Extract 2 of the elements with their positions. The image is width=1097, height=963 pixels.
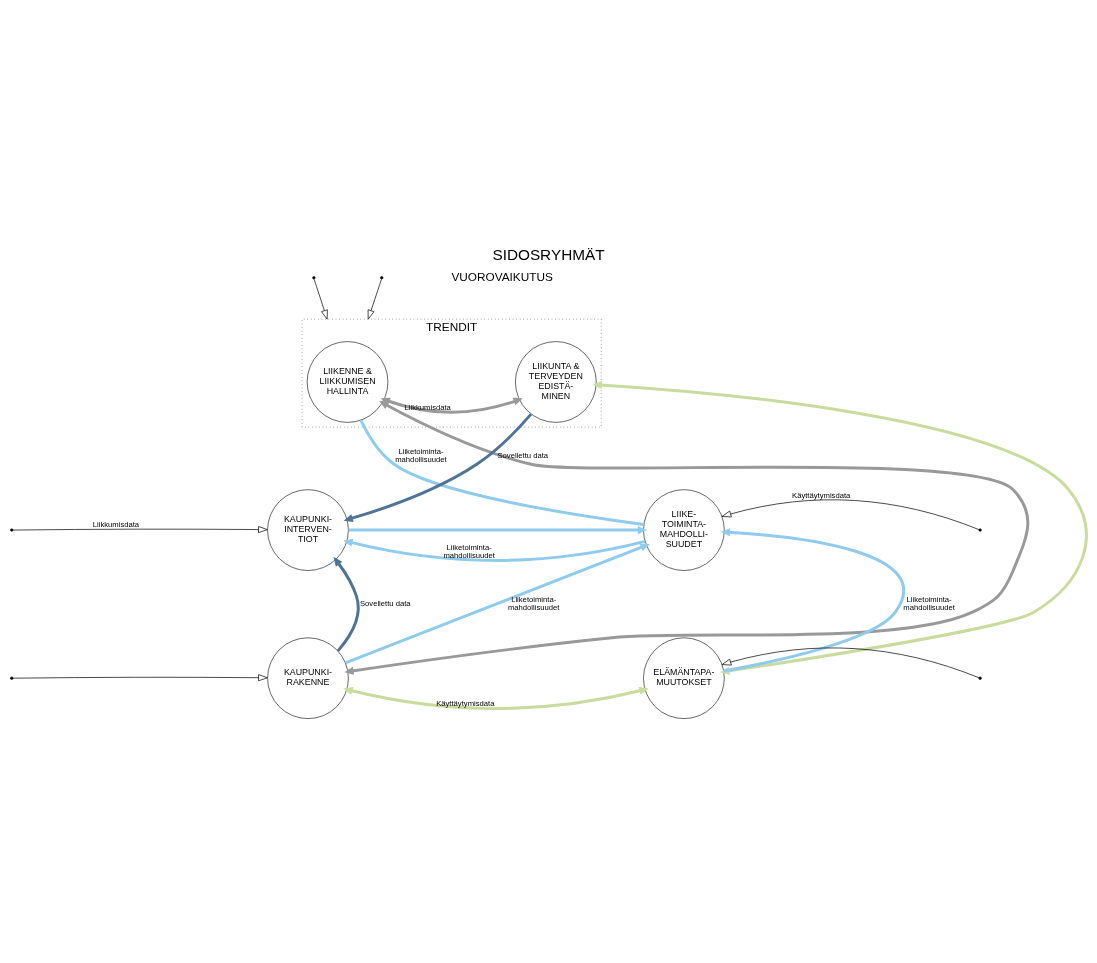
diagram-title: SIDOSRYHMÄT: [492, 245, 605, 263]
label: VUOROVAIKUTUS: [451, 269, 553, 284]
